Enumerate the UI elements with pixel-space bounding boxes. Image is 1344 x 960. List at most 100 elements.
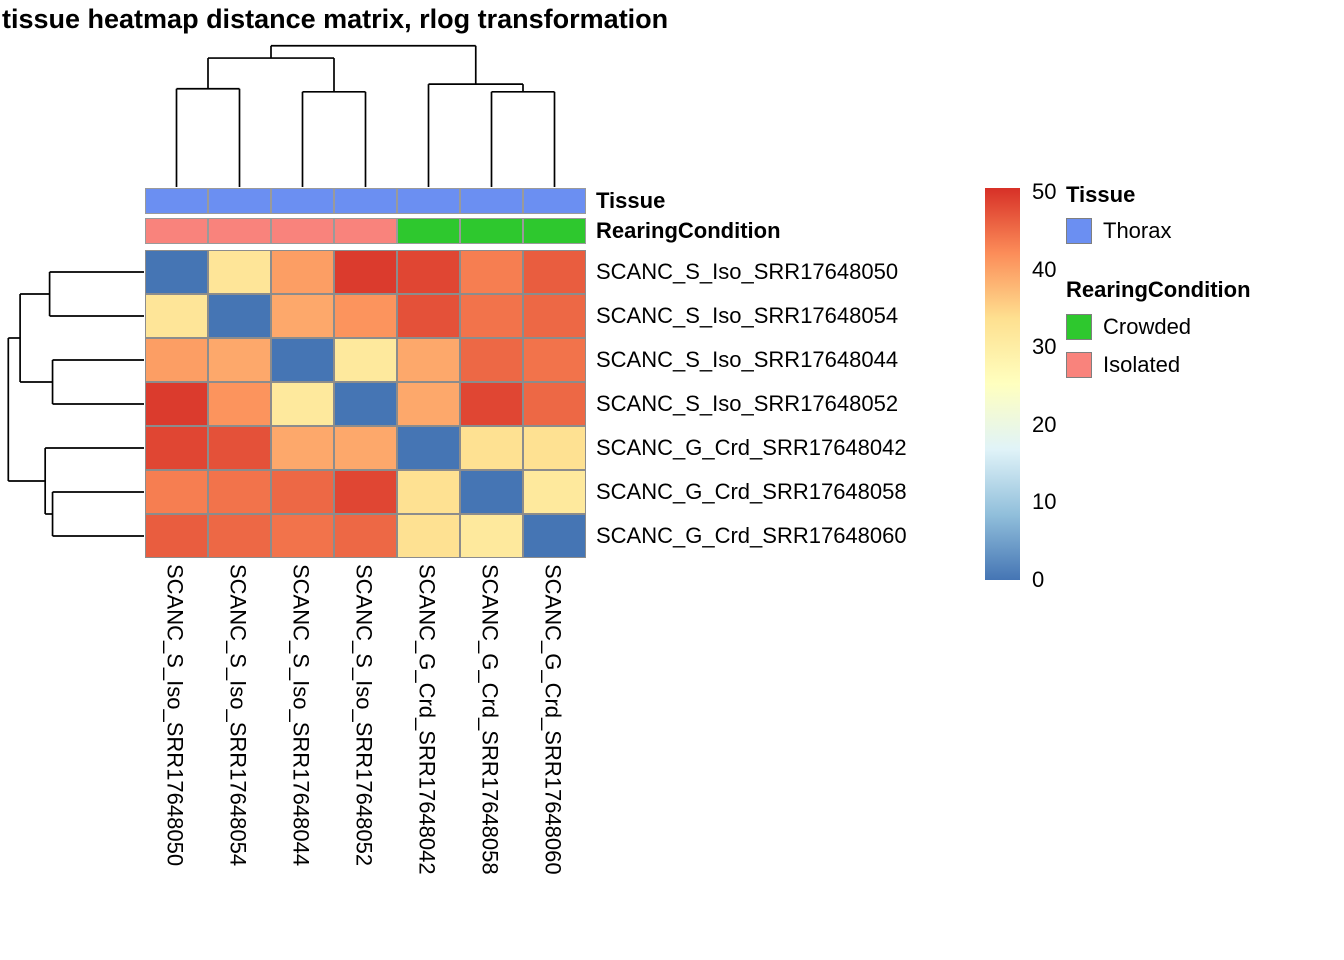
heatmap-cell xyxy=(208,470,271,514)
annotation-cell-tissue xyxy=(460,188,523,214)
isolated-color-swatch xyxy=(1066,352,1092,378)
heatmap-cell xyxy=(208,426,271,470)
legend-rearing-condition-title: RearingCondition xyxy=(1066,277,1251,302)
heatmap-cell xyxy=(208,382,271,426)
color-scale-tick: 10 xyxy=(1032,489,1057,515)
heatmap-cell xyxy=(460,470,523,514)
legend-label-thorax: Thorax xyxy=(1103,218,1172,243)
heatmap-cell xyxy=(523,470,586,514)
column-label: SCANC_S_Iso_SRR17648044 xyxy=(288,564,314,867)
tissue-track-label: Tissue xyxy=(596,188,666,213)
legend-item-crowded: Crowded xyxy=(1066,314,1191,340)
heatmap-cell xyxy=(271,250,334,294)
column-label: SCANC_S_Iso_SRR17648054 xyxy=(225,564,251,867)
heatmap-cell xyxy=(208,250,271,294)
heatmap-cell xyxy=(145,382,208,426)
heatmap-cell xyxy=(208,514,271,558)
annotation-cell-rearingcondition xyxy=(145,218,208,244)
legend-item-isolated: Isolated xyxy=(1066,352,1180,378)
annotation-cell-rearingcondition xyxy=(460,218,523,244)
annotation-cell-tissue xyxy=(145,188,208,214)
heatmap-cell xyxy=(208,338,271,382)
heatmap-cell xyxy=(523,294,586,338)
heatmap-cell xyxy=(334,470,397,514)
heatmap-cell xyxy=(271,426,334,470)
heatmap-cell xyxy=(523,426,586,470)
heatmap-cell xyxy=(460,294,523,338)
heatmap-cell xyxy=(460,250,523,294)
heatmap-cell xyxy=(334,514,397,558)
heatmap-cell xyxy=(271,294,334,338)
color-scale-tick: 0 xyxy=(1032,567,1045,592)
color-scale-tick: 50 xyxy=(1032,178,1057,204)
crowded-color-swatch xyxy=(1066,314,1092,340)
row-label: SCANC_S_Iso_SRR17648050 xyxy=(596,259,899,284)
legend-item-thorax: Thorax xyxy=(1066,218,1171,244)
heatmap-cell xyxy=(271,338,334,382)
heatmap-cell xyxy=(145,338,208,382)
heatmap-matrix xyxy=(145,250,586,558)
rearing-condition-annotation-bar xyxy=(145,218,586,244)
row-label: SCANC_S_Iso_SRR17648044 xyxy=(596,347,899,372)
annotation-cell-tissue xyxy=(271,188,334,214)
heatmap-cell xyxy=(271,514,334,558)
row-label: SCANC_S_Iso_SRR17648052 xyxy=(596,391,899,416)
heatmap-cell xyxy=(523,338,586,382)
row-label: SCANC_G_Crd_SRR17648058 xyxy=(596,479,907,504)
color-scale-tick: 40 xyxy=(1032,256,1057,282)
rearing-condition-track-label: RearingCondition xyxy=(596,218,781,243)
row-label: SCANC_S_Iso_SRR17648054 xyxy=(596,303,899,328)
heatmap-cell xyxy=(334,382,397,426)
annotation-cell-rearingcondition xyxy=(271,218,334,244)
column-label: SCANC_S_Iso_SRR17648050 xyxy=(162,564,188,867)
heatmap-cell xyxy=(397,470,460,514)
heatmap-cell xyxy=(145,294,208,338)
heatmap-cell xyxy=(397,338,460,382)
color-scale-tick: 20 xyxy=(1032,411,1057,437)
heatmap-cell xyxy=(208,294,271,338)
legend-label-crowded: Crowded xyxy=(1103,314,1192,339)
heatmap-cell xyxy=(523,514,586,558)
column-label: SCANC_S_Iso_SRR17648052 xyxy=(351,564,377,867)
heatmap-cell xyxy=(145,470,208,514)
row-label: SCANC_G_Crd_SRR17648060 xyxy=(596,523,907,548)
annotation-cell-rearingcondition xyxy=(334,218,397,244)
tissue-annotation-bar xyxy=(145,188,586,214)
annotation-cell-rearingcondition xyxy=(397,218,460,244)
legend-label-isolated: Isolated xyxy=(1103,352,1181,377)
heatmap-cell xyxy=(397,250,460,294)
column-label: SCANC_G_Crd_SRR17648058 xyxy=(477,564,503,875)
heatmap-cell xyxy=(397,294,460,338)
heatmap-cell xyxy=(523,250,586,294)
heatmap-cell xyxy=(334,426,397,470)
heatmap-cell xyxy=(460,426,523,470)
color-scale-tick: 30 xyxy=(1032,334,1057,360)
row-label: SCANC_G_Crd_SRR17648042 xyxy=(596,435,907,460)
column-label: SCANC_G_Crd_SRR17648060 xyxy=(540,564,566,875)
thorax-color-swatch xyxy=(1066,218,1092,244)
legend-tissue-title: Tissue xyxy=(1066,182,1136,207)
heatmap-cell xyxy=(334,294,397,338)
annotation-cell-tissue xyxy=(397,188,460,214)
heatmap-cell xyxy=(334,338,397,382)
heatmap-cell xyxy=(397,514,460,558)
heatmap-cell xyxy=(460,382,523,426)
annotation-cell-rearingcondition xyxy=(523,218,586,244)
heatmap-cell xyxy=(523,382,586,426)
heatmap-cell xyxy=(145,426,208,470)
heatmap-cell xyxy=(271,470,334,514)
heatmap-cell xyxy=(145,250,208,294)
annotation-cell-tissue xyxy=(334,188,397,214)
heatmap-cell xyxy=(460,514,523,558)
heatmap-cell xyxy=(271,382,334,426)
heatmap-cell xyxy=(397,426,460,470)
heatmap-cell xyxy=(145,514,208,558)
annotation-cell-rearingcondition xyxy=(208,218,271,244)
column-label: SCANC_G_Crd_SRR17648042 xyxy=(414,564,440,875)
annotation-cell-tissue xyxy=(523,188,586,214)
heatmap-cell xyxy=(397,382,460,426)
annotation-cell-tissue xyxy=(208,188,271,214)
heatmap-cell xyxy=(460,338,523,382)
heatmap-cell xyxy=(334,250,397,294)
